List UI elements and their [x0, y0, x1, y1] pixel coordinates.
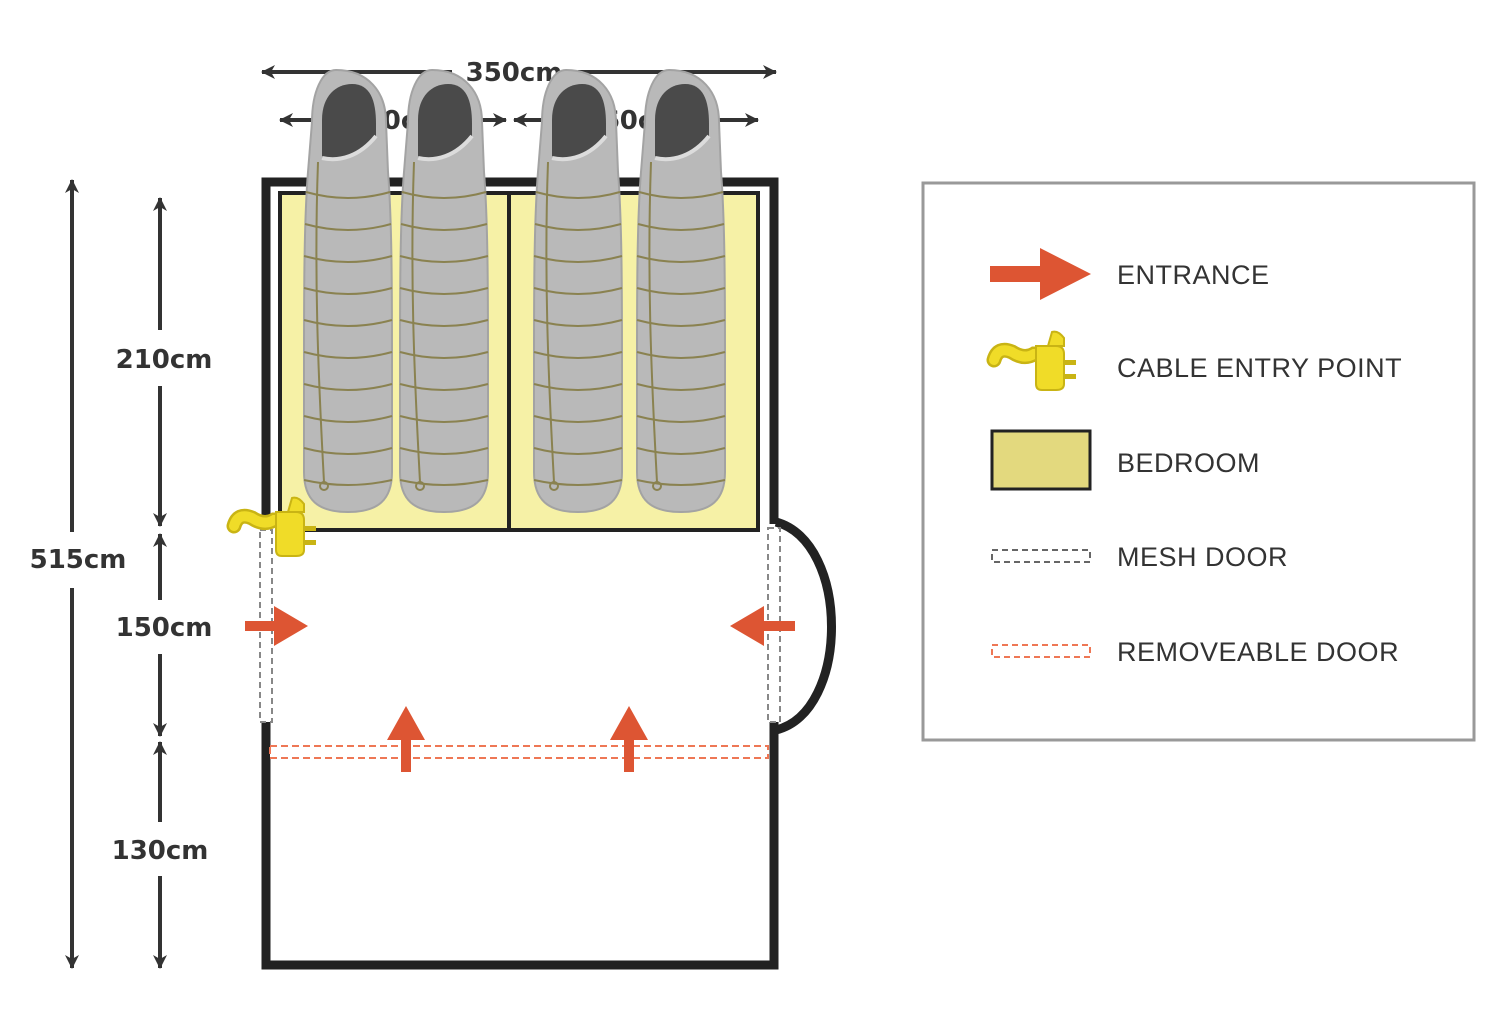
sleeping-bag-icon — [532, 68, 624, 514]
bedroom-swatch — [990, 429, 1092, 491]
legend-cable-entry-label: CABLE ENTRY POINT — [1117, 353, 1402, 383]
entrances — [245, 606, 795, 772]
total-width-label: 350cm — [466, 58, 563, 88]
sleeping-bag-icon — [302, 68, 394, 514]
arrow-right-icon — [245, 606, 308, 646]
side-canopy — [774, 517, 836, 735]
legend-removeable-door-label: REMOVEABLE DOOR — [1117, 637, 1399, 667]
legend-mesh-door-label: MESH DOOR — [1117, 542, 1288, 572]
total-length-label: 515cm — [30, 545, 127, 575]
porch-length-label: 130cm — [112, 836, 209, 866]
dimension-porch-length: 130cm — [112, 741, 209, 969]
legend-entrance-label: ENTRANCE — [1117, 260, 1270, 290]
legend-item-bedroom: BEDROOM — [990, 429, 1260, 491]
dimension-total-width: 350cm — [261, 58, 777, 88]
removeable-door — [269, 745, 769, 759]
legend-item-mesh-door: MESH DOOR — [991, 542, 1288, 572]
dimension-total-length: 515cm — [30, 179, 127, 969]
mesh-door-swatch — [991, 549, 1091, 563]
tent-outer-wall-bottom — [261, 722, 779, 970]
living-length-label: 150cm — [116, 613, 213, 643]
legend-item-entrance: ENTRANCE — [990, 248, 1270, 300]
legend: ENTRANCE CABLE ENTRY POINT BEDROOM MESH … — [921, 181, 1476, 742]
legend-item-cable-entry: CABLE ENTRY POINT — [994, 332, 1402, 390]
plug-icon — [234, 498, 316, 556]
bedroom-length-label: 210cm — [116, 345, 213, 375]
arrow-right-icon — [990, 248, 1091, 300]
legend-bedroom-label: BEDROOM — [1117, 448, 1260, 478]
removeable-door-swatch — [991, 644, 1091, 658]
arrow-up-icon — [387, 706, 425, 772]
sleeping-bag-icon — [398, 68, 490, 514]
dimension-bedroom-length: 210cm — [116, 197, 213, 527]
arrow-left-icon — [730, 606, 795, 646]
dimension-living-length: 150cm — [116, 533, 213, 737]
sleeping-bag-icon — [635, 68, 727, 514]
arrow-up-icon — [610, 706, 648, 772]
legend-item-removeable-door: REMOVEABLE DOOR — [991, 637, 1399, 667]
tent-outer-wall-top — [261, 177, 779, 525]
